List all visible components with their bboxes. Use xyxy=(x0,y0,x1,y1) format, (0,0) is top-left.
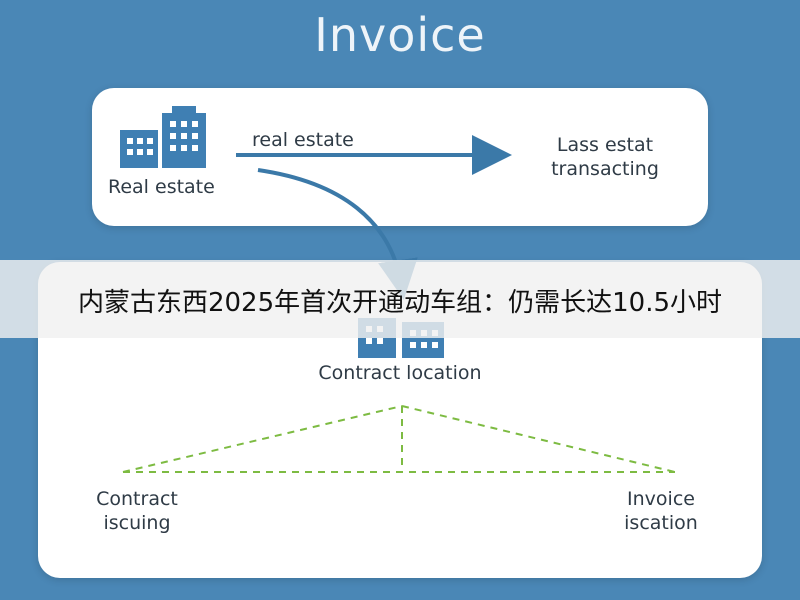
target-label: Lass estat transacting xyxy=(520,134,690,182)
target-label-line1: Lass estat xyxy=(556,134,654,156)
target-label-line2: transacting xyxy=(551,157,659,180)
left-label-line2: iscuing xyxy=(103,511,171,534)
banner-text: 内蒙古东西2025年首次开通动车组：仍需长达10.5小时 xyxy=(77,288,723,318)
real-estate-label: Real estate xyxy=(108,176,215,198)
contract-location-label: Contract location xyxy=(318,362,482,384)
right-label-line1: Invoice xyxy=(627,488,695,510)
overlay-banner xyxy=(0,260,800,338)
right-node-label: Invoice iscation xyxy=(586,488,736,536)
right-label-line2: iscation xyxy=(624,511,698,534)
diagram-title: Invoice xyxy=(314,8,486,62)
arrow-label: real estate xyxy=(252,129,354,151)
building-icon xyxy=(120,106,206,168)
dashed-triangle xyxy=(122,405,676,473)
left-label-line1: Contract xyxy=(96,488,178,510)
left-node-label: Contract iscuing xyxy=(62,488,212,536)
